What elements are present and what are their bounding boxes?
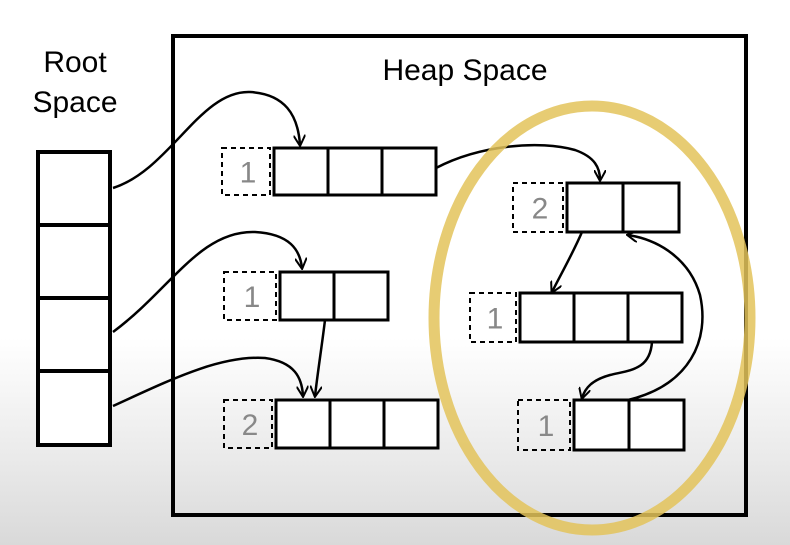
object-field-cell <box>274 398 332 450</box>
object-field-cell <box>626 291 684 344</box>
object-field-cell <box>382 398 440 450</box>
ref-count-box <box>517 399 571 451</box>
object-field-cell <box>278 270 336 322</box>
ref-count-value: 1 <box>538 410 555 443</box>
root-space-label-line2: Space <box>32 86 117 119</box>
ref-count-value: 1 <box>487 303 504 336</box>
object-field-cell <box>627 398 686 452</box>
ref-count-value: 2 <box>242 409 259 442</box>
arrow-D-to-F <box>582 341 654 398</box>
arrow-A-to-B <box>435 143 600 180</box>
object-field-cell <box>621 181 681 234</box>
object-field-cell <box>572 398 631 452</box>
heap-object-A: 1 <box>221 146 438 197</box>
object-field-cell <box>332 270 390 322</box>
ref-count-box <box>469 292 517 343</box>
root-stack <box>36 150 112 447</box>
ref-count-box <box>512 182 564 233</box>
object-field-cell <box>518 291 576 344</box>
ref-count-box <box>223 271 277 321</box>
heap-object-F: 1 <box>517 398 686 452</box>
arrow-root4-to-E <box>112 356 303 408</box>
reference-arrows <box>112 90 704 408</box>
object-field-cell <box>272 146 330 197</box>
heap-object-C: 1 <box>223 270 390 322</box>
arrow-C-to-E <box>315 319 327 396</box>
object-field-cell <box>565 181 625 234</box>
heap-space-label: Heap Space <box>382 54 547 87</box>
object-field-cell <box>380 146 438 197</box>
ref-count-box <box>223 399 273 449</box>
ref-count-box <box>221 147 271 196</box>
arrow-B-to-D <box>552 231 584 292</box>
ref-count-value: 2 <box>532 193 549 226</box>
ref-count-value: 1 <box>240 157 257 190</box>
heap-object-E: 2 <box>223 398 440 450</box>
arrow-F-to-B <box>628 235 704 402</box>
object-field-cell <box>326 146 384 197</box>
root-space-label-line1: Root <box>43 46 107 79</box>
heap-object-B: 2 <box>512 181 681 234</box>
cycle-highlight-ellipse <box>428 100 756 536</box>
arrow-root1-to-A <box>112 90 300 190</box>
ref-count-value: 1 <box>244 281 261 314</box>
object-field-cell <box>572 291 630 344</box>
arrow-root3-to-C <box>112 230 302 334</box>
object-field-cell <box>328 398 386 450</box>
heap-object-D: 1 <box>469 291 684 344</box>
